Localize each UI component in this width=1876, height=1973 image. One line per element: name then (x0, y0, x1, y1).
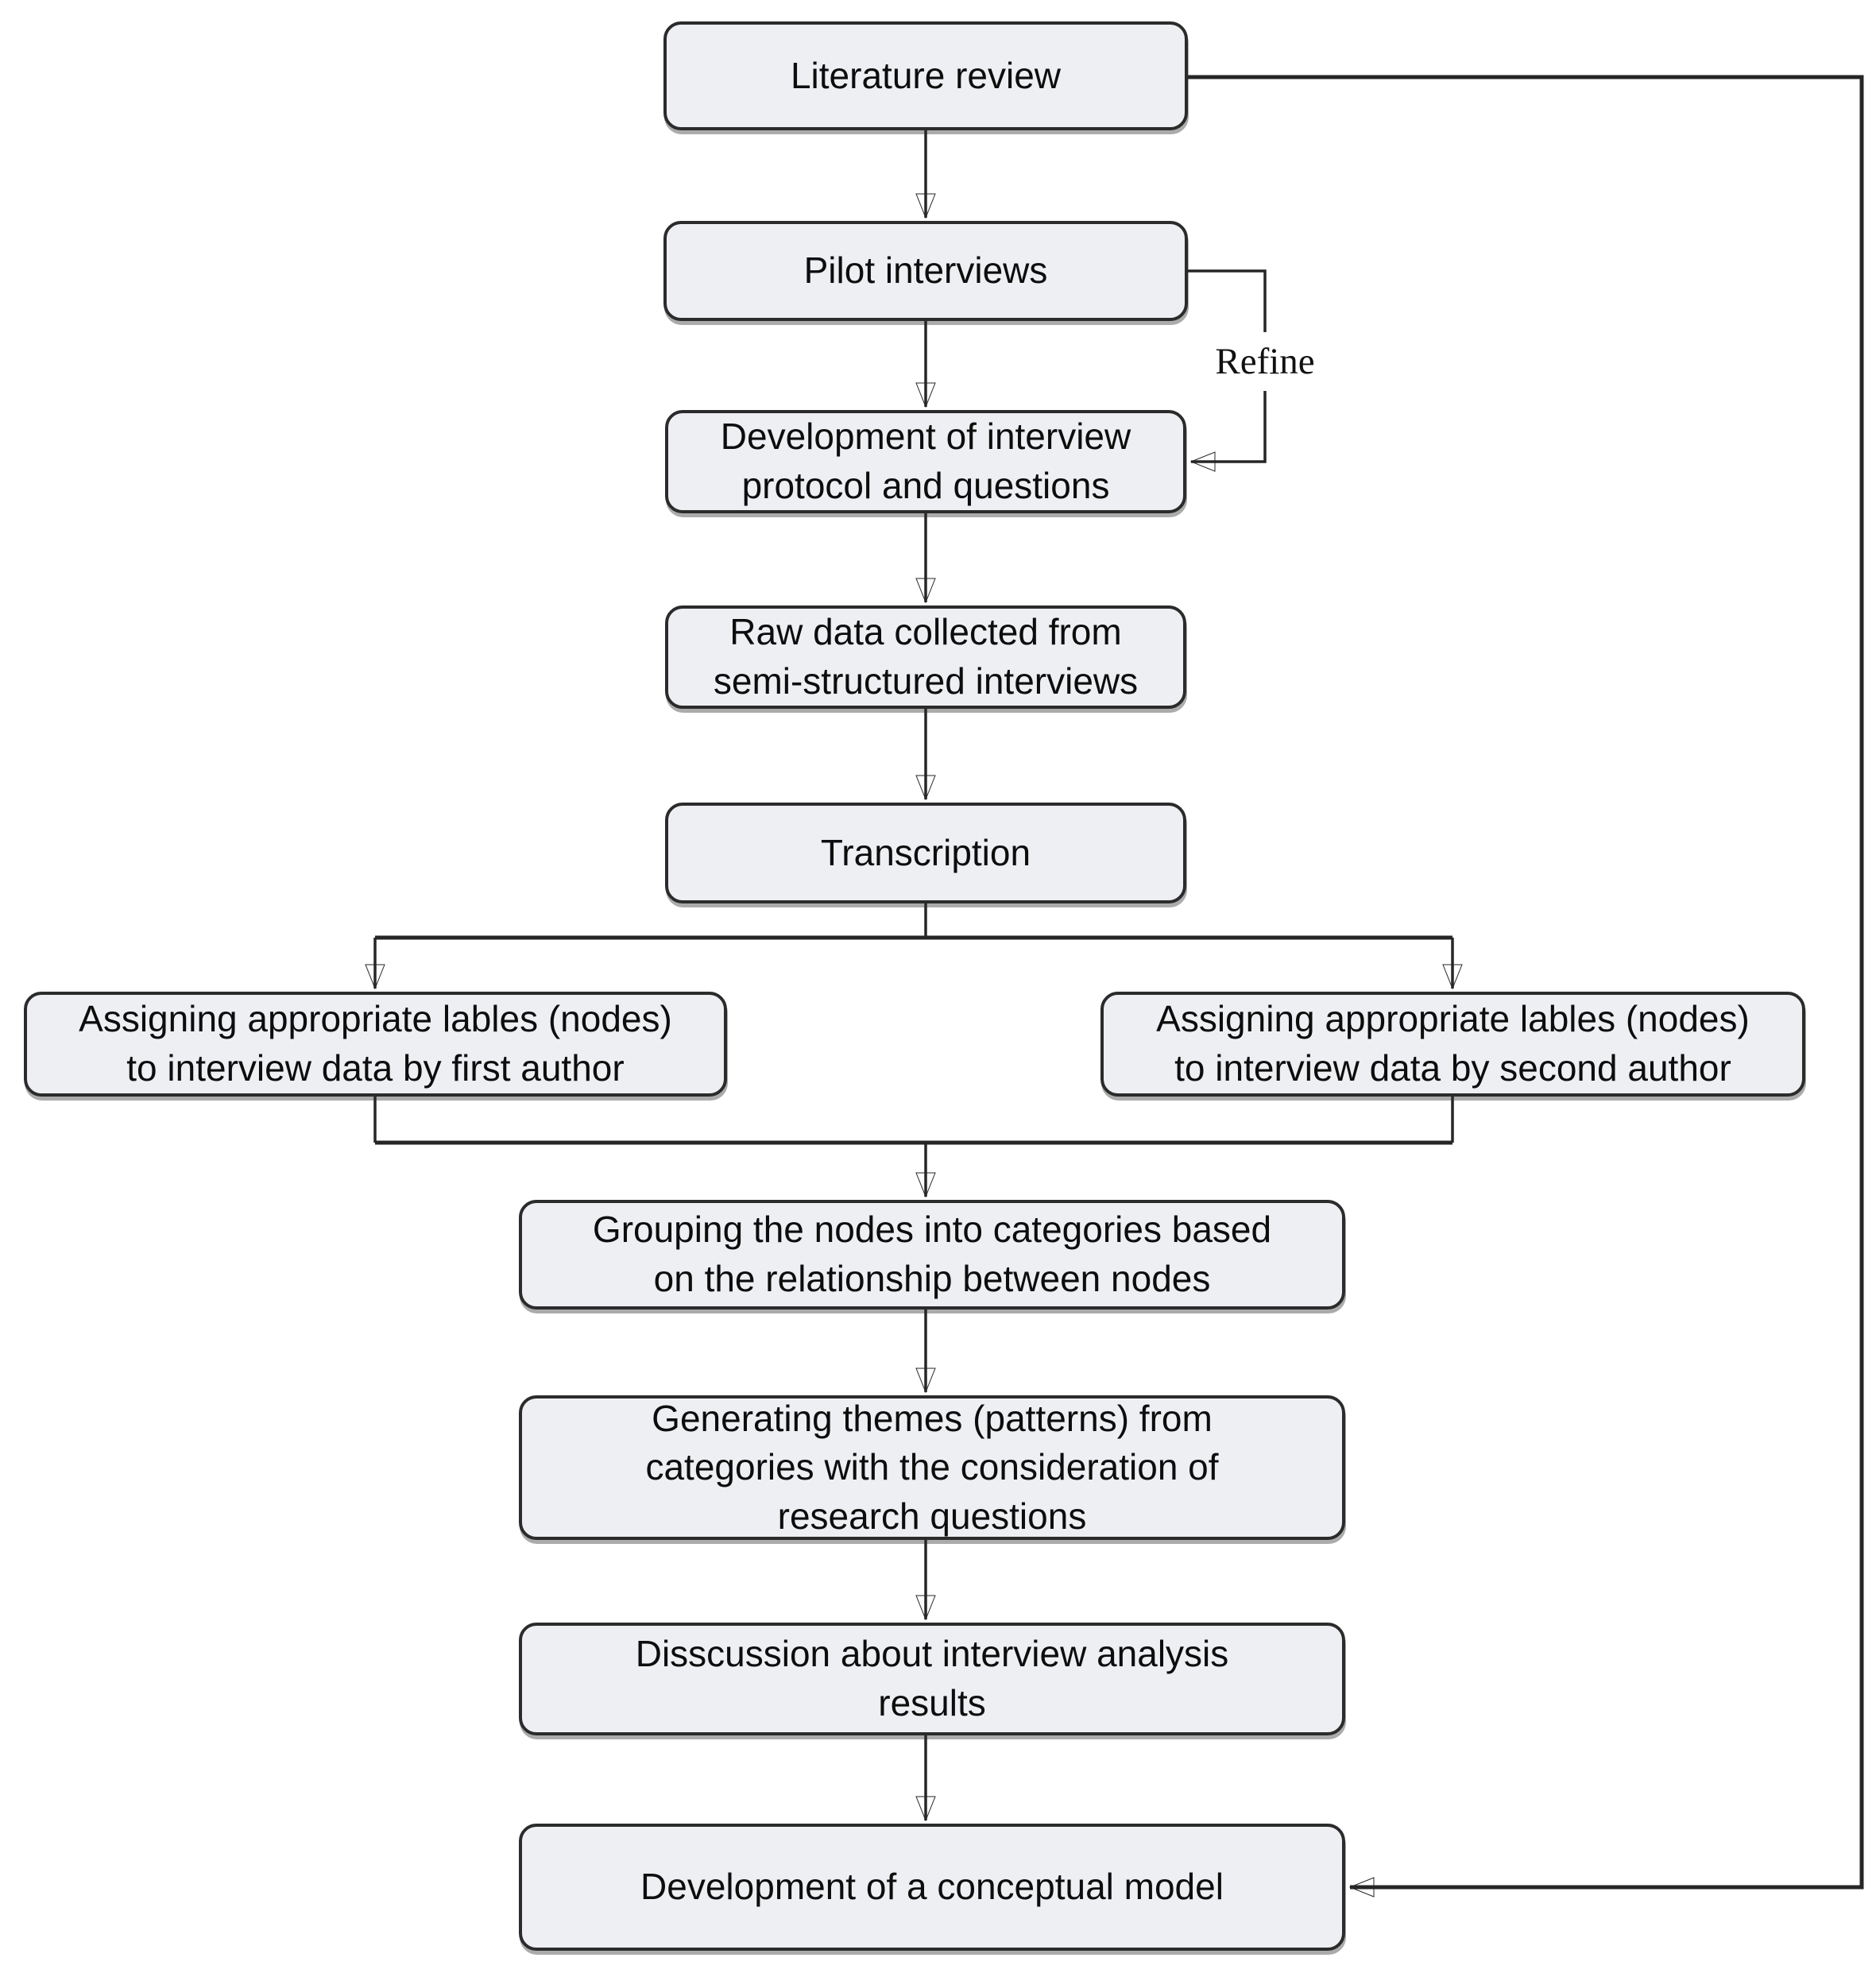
node-assign-second-author: Assigning appropriate lables (nodes) to … (1100, 992, 1805, 1097)
edge-literature-to-conceptual-feedback (1188, 75, 1864, 1898)
node-assign-first-author: Assigning appropriate lables (nodes) to … (24, 992, 727, 1097)
node-raw-data: Raw data collected from semi-structured … (665, 605, 1186, 709)
node-conceptual-model: Development of a conceptual model (519, 1824, 1345, 1951)
node-transcription: Transcription (665, 803, 1186, 903)
node-pilot-interviews: Pilot interviews (663, 221, 1188, 321)
edge-label-refine: Refine (1205, 332, 1325, 391)
node-generating-themes: Generating themes (patterns) from catego… (519, 1395, 1345, 1540)
node-discussion: Disscussion about interview analysis res… (519, 1623, 1345, 1735)
node-development-protocol: Development of interview protocol and qu… (665, 410, 1186, 513)
node-literature-review: Literature review (663, 21, 1188, 130)
node-grouping: Grouping the nodes into categories based… (519, 1200, 1345, 1310)
